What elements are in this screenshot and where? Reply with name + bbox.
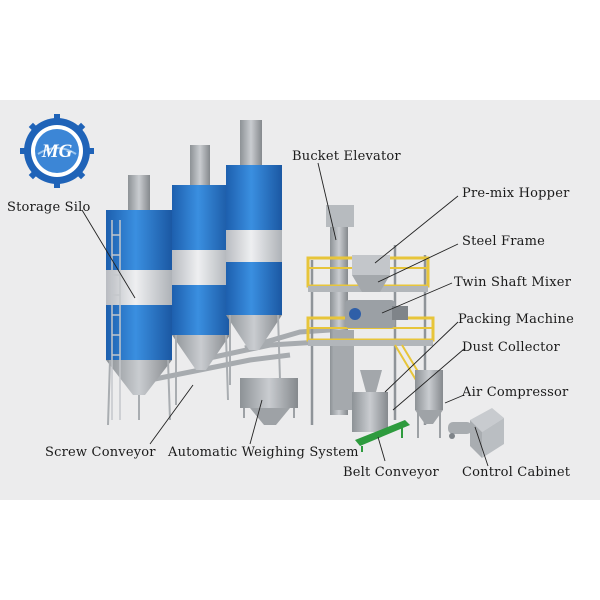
- label-packing-machine: Packing Machine: [458, 312, 574, 327]
- label-bucket-elevator: Bucket Elevator: [292, 149, 401, 164]
- label-belt-conveyor: Belt Conveyor: [343, 465, 439, 480]
- label-air-compressor: Air Compressor: [462, 385, 569, 400]
- label-screw-conveyor: Screw Conveyor: [45, 445, 156, 460]
- mg-logo: MG: [20, 114, 94, 188]
- dust-collector: [415, 370, 443, 438]
- label-premix-hopper: Pre-mix Hopper: [462, 186, 570, 201]
- control-cabinet: [470, 408, 504, 458]
- storage-silo-middle: [172, 145, 230, 405]
- belt-conveyor: [355, 420, 410, 452]
- logo-text: MG: [41, 141, 73, 162]
- storage-silo-right: [226, 120, 282, 385]
- twin-shaft-mixer: [345, 300, 408, 328]
- label-automatic-weighing-system: Automatic Weighing System: [168, 445, 359, 460]
- air-compressor: [448, 422, 472, 439]
- storage-silo-left: [106, 175, 172, 426]
- bucket-elevator: [326, 205, 354, 415]
- label-control-cabinet: Control Cabinet: [462, 465, 571, 480]
- gear-icon: [20, 114, 94, 188]
- leader-lines: [81, 162, 489, 467]
- premix-hopper: [352, 255, 390, 292]
- label-dust-collector: Dust Collector: [462, 340, 560, 355]
- packing-machine: [352, 370, 388, 432]
- label-steel-frame: Steel Frame: [462, 234, 546, 249]
- weighing-hopper: [240, 378, 298, 425]
- label-twin-shaft-mixer: Twin Shaft Mixer: [454, 275, 572, 290]
- label-storage-silo: Storage Silo: [7, 200, 91, 215]
